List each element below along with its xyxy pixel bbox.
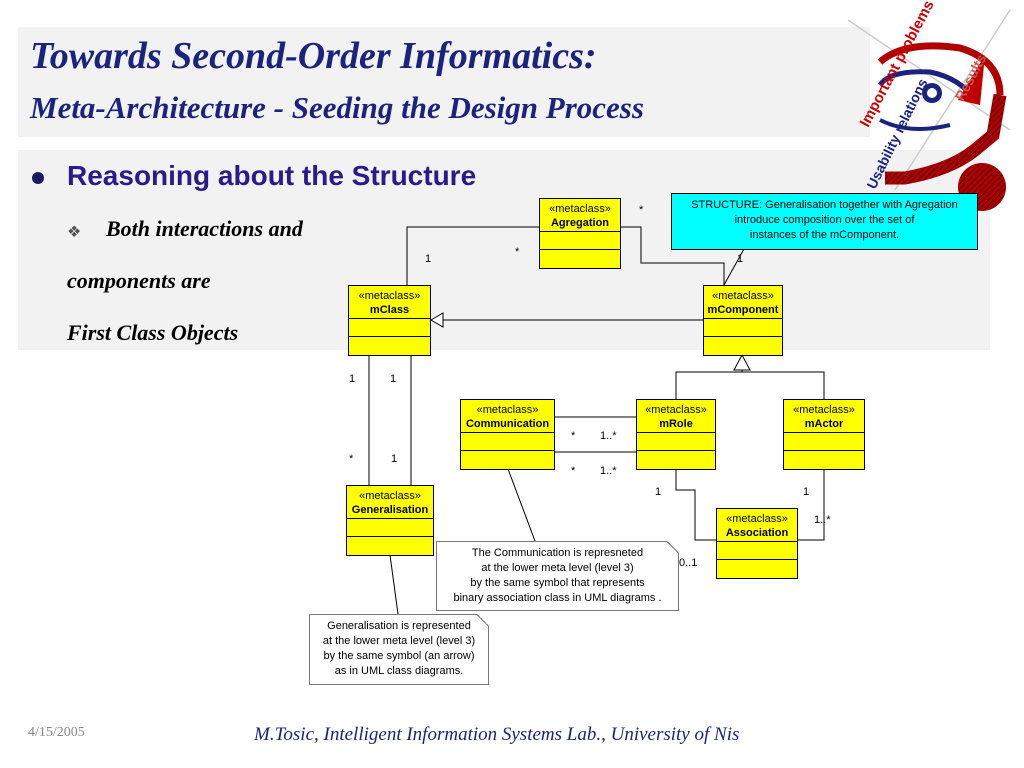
class-name: mClass [369, 304, 410, 316]
class-stereotype: «metaclass» [645, 404, 707, 416]
class-agregation[interactable]: «metaclass» Agregation [539, 198, 621, 269]
logo-graphic: Important problems Usability relations R… [847, 0, 1011, 211]
class-operations [704, 337, 782, 355]
mrole-assoc-line [675, 469, 716, 541]
note-line: by the same symbol that represents [470, 577, 645, 589]
class-mcomponent[interactable]: «metaclass» mComponent [703, 285, 783, 356]
note-line: The Communication is represneted [471, 547, 644, 559]
multiplicity-label: 1 [425, 253, 432, 265]
class-operations [349, 337, 430, 355]
class-name: mComponent [707, 304, 779, 316]
subtypes-generalisation-line [675, 371, 825, 400]
slide-title: Towards Second-Order Informatics: [30, 35, 597, 77]
class-operations [540, 250, 620, 268]
multiplicity-label: 1 [349, 373, 356, 385]
class-stereotype: «metaclass» [793, 404, 855, 416]
class-name: mActor [804, 418, 844, 430]
class-communication[interactable]: «metaclass» Communication [460, 399, 555, 470]
multiplicity-label: 1..* [600, 465, 617, 477]
class-generalisation[interactable]: «metaclass» Generalisation [346, 485, 434, 556]
generalisation-note: Generalisation is represented at the low… [309, 614, 489, 685]
comm-note-anchor-line [507, 468, 536, 542]
class-stereotype: «metaclass» [358, 290, 421, 302]
struct-note-anchor-line [723, 248, 745, 286]
multiplicity-label: 1 [655, 486, 662, 498]
sub-bullet-line-3: First Class Objects [67, 320, 239, 345]
class-stereotype: «metaclass» [549, 203, 611, 215]
multiplicity-label: * [515, 246, 520, 258]
note-line: at the lower meta level (level 3) [481, 562, 634, 574]
diamond-bullet-icon: ❖ [67, 224, 82, 241]
class-operations [717, 560, 797, 578]
class-attributes [461, 433, 554, 451]
class-name: Generalisation [351, 504, 429, 516]
multiplicity-label: 1 [390, 373, 397, 385]
class-operations [347, 537, 433, 555]
class-stereotype: «metaclass» [712, 290, 774, 302]
note-line: by the same symbol (an arrow) [323, 650, 475, 662]
note-line: introduce composition over the set of [734, 214, 915, 226]
sub-bullet-line-1: Both interactions and [106, 216, 303, 241]
class-stereotype: «metaclass» [359, 490, 421, 502]
sub-bullet-line-2: components are [67, 268, 211, 293]
note-line: at the lower meta level (level 3) [322, 635, 476, 647]
structure-note: STRUCTURE: Generalisation together with … [671, 193, 978, 250]
class-mrole[interactable]: «metaclass» mRole [636, 399, 716, 470]
multiplicity-label: 1..* [814, 514, 831, 526]
note-line: binary association class in UML diagrams… [453, 592, 662, 604]
class-name: Association [725, 527, 789, 539]
note-line: STRUCTURE: Generalisation together with … [691, 199, 958, 211]
multiplicity-label: * [639, 204, 644, 216]
multiplicity-label: 1 [803, 486, 810, 498]
multiplicity-label: 0..1 [679, 557, 698, 569]
class-association[interactable]: «metaclass» Association [716, 508, 798, 579]
class-name: Agregation [550, 217, 610, 229]
class-stereotype: «metaclass» [476, 404, 539, 416]
class-attributes [347, 519, 433, 537]
class-attributes [637, 433, 715, 451]
class-name: Communication [465, 418, 550, 430]
class-name: mRole [659, 418, 693, 430]
class-stereotype: «metaclass» [726, 513, 788, 525]
multiplicity-label: 1..* [600, 430, 617, 442]
slide-credit: M.Tosic, Intelligent Information Systems… [254, 724, 740, 745]
multiplicity-label: 1 [737, 253, 744, 265]
gen-note-anchor-line [389, 554, 399, 615]
note-line: instances of the mComponent. [749, 229, 900, 241]
multiplicity-label: * [571, 430, 576, 442]
class-attributes [540, 232, 620, 250]
slide-subtitle: Meta-Architecture - Seeding the Design P… [30, 90, 644, 125]
multiplicity-label: * [571, 465, 576, 477]
mclass-generalisation-arrowhead [430, 312, 444, 328]
class-operations [784, 451, 864, 469]
class-operations [461, 451, 554, 469]
class-mclass[interactable]: «metaclass» mClass [348, 285, 431, 356]
mcomponent-generalisation-arrowhead [733, 353, 751, 371]
class-mactor[interactable]: «metaclass» mActor [783, 399, 865, 470]
title-band [18, 27, 870, 137]
communication-note: The Communication is represneted at the … [436, 541, 679, 611]
class-attributes [784, 433, 864, 451]
class-attributes [349, 319, 430, 337]
class-attributes [717, 542, 797, 560]
agg-to-mclass-line [406, 226, 539, 285]
bullet-heading: Reasoning about the Structure [67, 160, 477, 191]
multiplicity-label: * [349, 453, 354, 465]
slide-date: 4/15/2005 [28, 725, 85, 740]
note-line: as in UML class diagrams. [334, 665, 464, 677]
mactor-assoc-line [797, 469, 825, 541]
bullet-dot-icon [32, 172, 44, 184]
multiplicity-label: 1 [391, 453, 398, 465]
content-band [18, 150, 990, 350]
note-line: Generalisation is represented [327, 620, 471, 632]
class-attributes [704, 319, 782, 337]
class-operations [637, 451, 715, 469]
agg-to-mcomponent-line [621, 226, 725, 285]
